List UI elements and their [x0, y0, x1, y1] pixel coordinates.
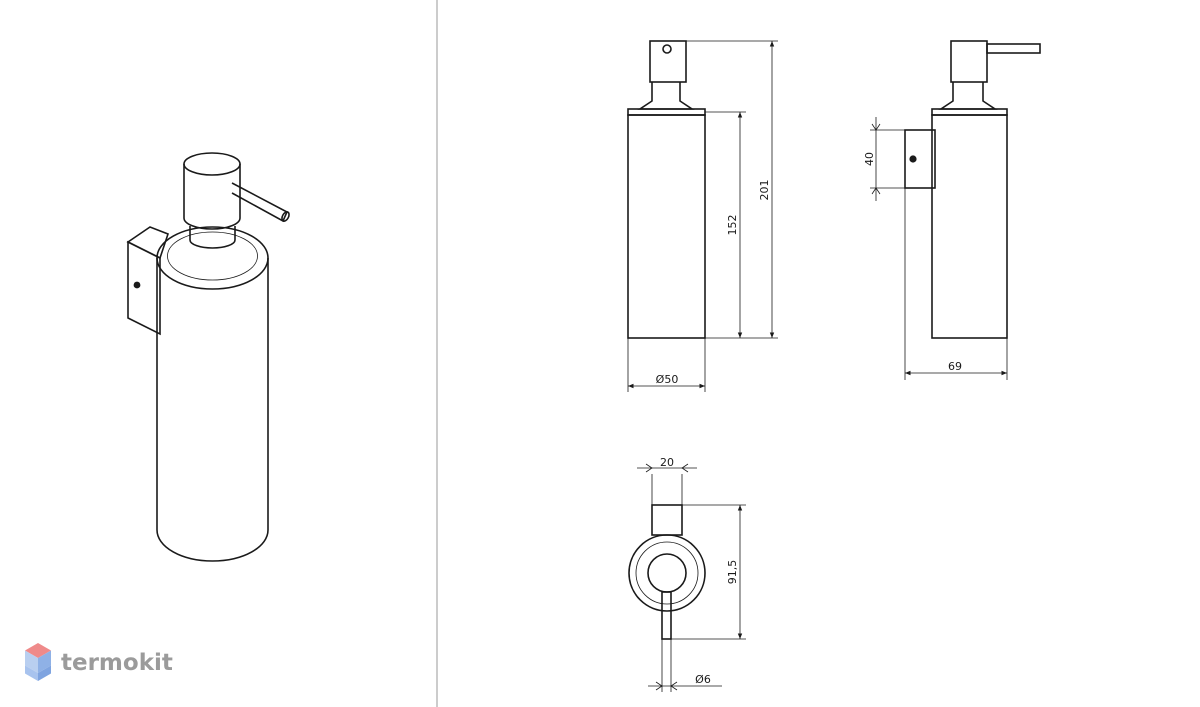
side-body	[931, 114, 1008, 339]
brand-logo: termokit	[25, 643, 173, 681]
side-neck	[938, 82, 998, 110]
front-view: 201 152 Ø50	[627, 40, 778, 392]
side-pump-head	[950, 40, 988, 83]
side-wall-bracket	[904, 129, 936, 189]
side-spout	[986, 43, 1041, 54]
isometric-body	[156, 226, 269, 562]
front-pump-nozzle	[662, 44, 672, 54]
front-pump-head	[649, 40, 687, 83]
isometric-view	[126, 152, 290, 562]
isometric-pump-head	[183, 152, 290, 249]
side-lid	[931, 108, 1008, 116]
side-screw-hole	[909, 155, 917, 163]
dim-top-depth-label: 91,5	[726, 560, 739, 585]
top-pump-head	[647, 553, 687, 593]
top-bracket	[651, 504, 683, 536]
top-lid-ring	[635, 541, 699, 605]
dim-diameter-label: Ø50	[656, 373, 679, 386]
front-lid	[627, 108, 706, 116]
brand-hexagon-icon	[25, 643, 51, 681]
dim-spout-diameter-label: Ø6	[695, 673, 711, 686]
dim-top-width-label: 20	[660, 456, 674, 469]
top-view: 20 91,5 Ø6	[628, 456, 746, 692]
dim-total-height-label: 201	[758, 180, 771, 201]
side-view: 40 69	[863, 40, 1041, 380]
front-body	[627, 114, 706, 339]
dim-depth-label: 69	[948, 360, 962, 373]
front-neck	[637, 82, 695, 110]
brand-name: termokit	[61, 650, 173, 676]
bracket-screw-hole	[133, 281, 141, 289]
dim-bracket-height-label: 40	[863, 152, 876, 166]
top-spout	[661, 591, 672, 640]
top-body-outline	[628, 534, 706, 612]
isometric-wall-bracket	[126, 226, 169, 336]
dim-body-height-label: 152	[726, 215, 739, 236]
